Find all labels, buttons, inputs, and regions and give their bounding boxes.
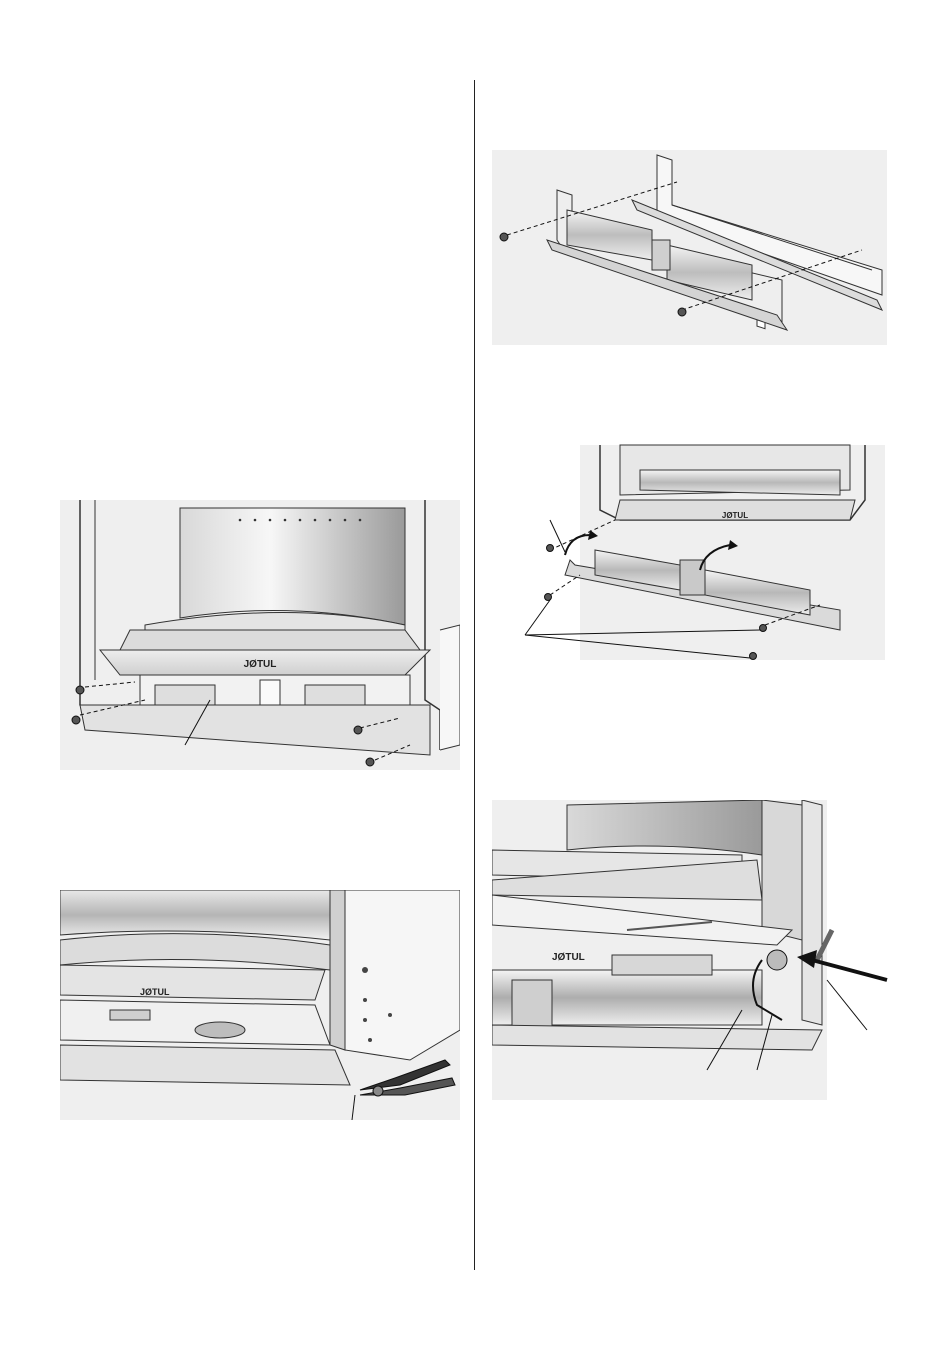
figure-cut-tab-with-pliers: JØTUL [60,890,460,1120]
brand-logo-2: JØTUL [140,987,170,997]
brand-logo-4: JØTUL [552,952,585,963]
pliers-illustration: JØTUL [60,890,460,1120]
brand-logo-3: JØTUL [722,511,748,520]
figure-remove-front-panel: JØTUL [60,500,460,770]
figure-fan-cable-detail: JØTUL [492,800,892,1100]
figure-fan-bracket-assembly [492,150,887,345]
column-divider [474,80,475,1270]
brand-logo: JØTUL [244,659,277,670]
fan-bracket-illustration [492,150,887,345]
fan-cable-illustration: JØTUL [492,800,892,1100]
stove-front-illustration: JØTUL [60,500,460,770]
fan-install-illustration: JØTUL [520,440,885,680]
figure-install-fan-unit: JØTUL [520,440,885,680]
